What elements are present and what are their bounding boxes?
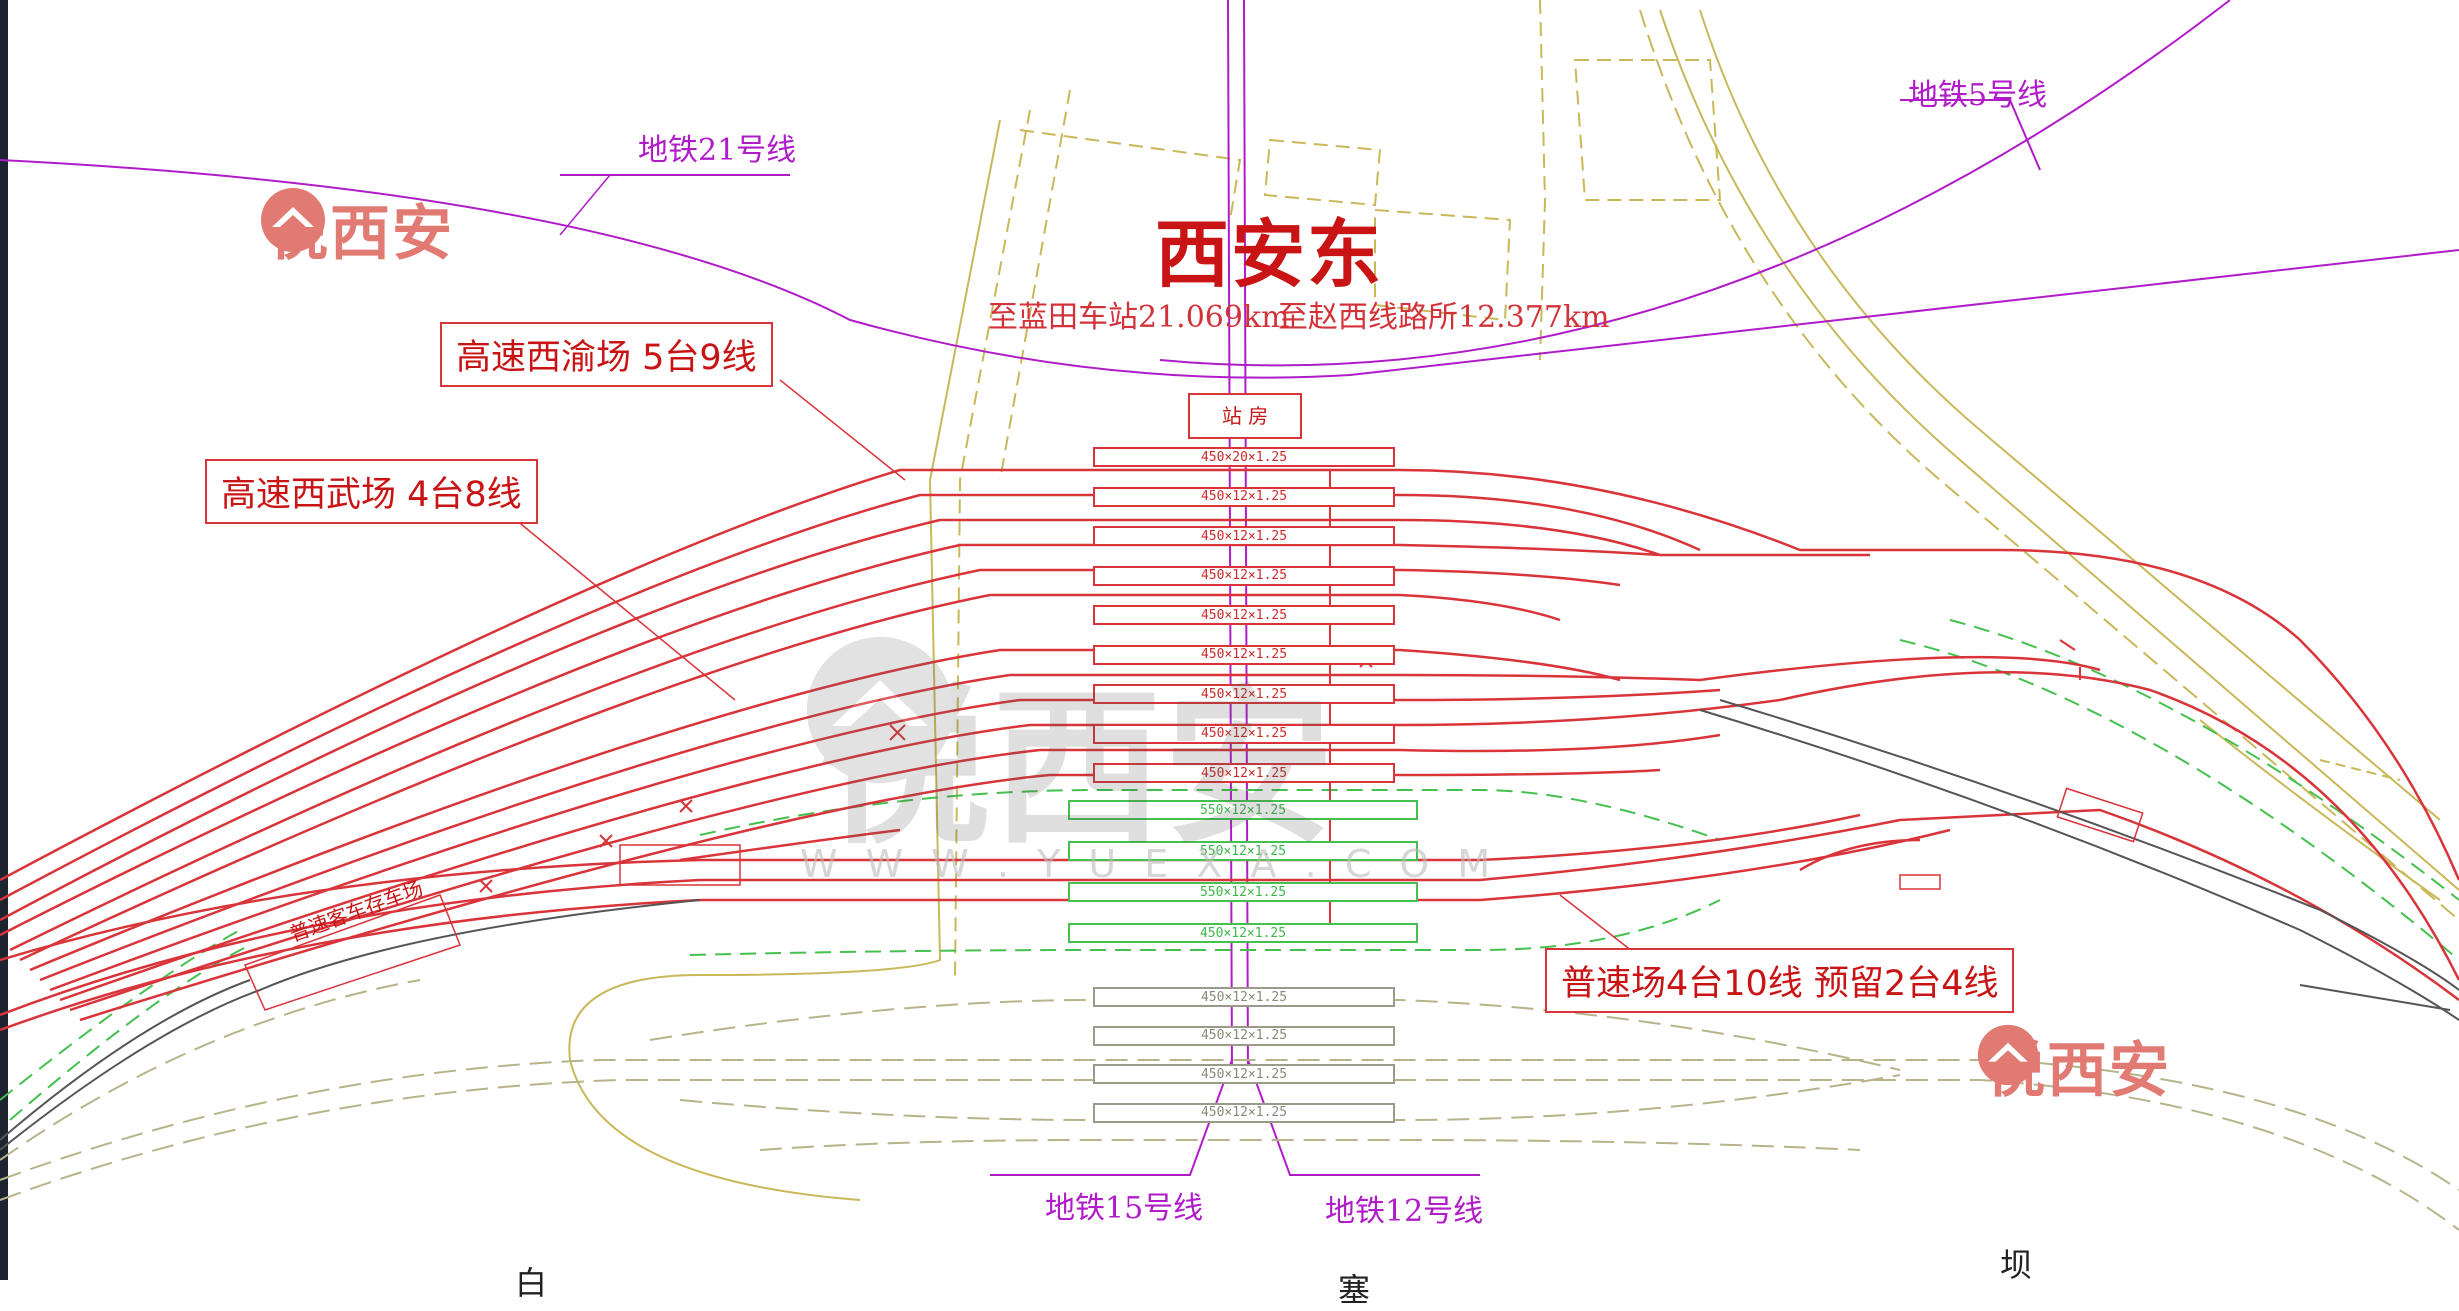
platform-label: 450×12×1.25 <box>1200 686 1288 702</box>
platform-label: 450×12×1.25 <box>1200 1066 1288 1082</box>
brand-logo-icon <box>261 188 325 252</box>
platform-label: 450×12×1.25 <box>1199 925 1287 941</box>
platform-grey-2: 450×12×1.25 <box>1093 1025 1395 1046</box>
label-pusu-yard: 普速场4台10线 预留2台4线 <box>1545 948 2015 1013</box>
platform-label: 450×12×1.25 <box>1200 607 1288 623</box>
platform-green-1: 550×12×1.25 <box>1068 800 1418 820</box>
platform-grey-3: 450×12×1.25 <box>1093 1064 1395 1084</box>
distance-to-zhaoxi: 至赵西线路所12.377km <box>1278 300 1610 335</box>
platform-red-7: 450×12×1.25 <box>1093 684 1395 704</box>
platform-red-1: 450×20×1.25 <box>1093 447 1395 467</box>
platform-label: 550×12×1.25 <box>1199 843 1287 859</box>
brand-watermark-bottom: 悦西安 <box>1975 1022 2171 1109</box>
brand-watermark-center: 悦西安 <box>800 630 1336 876</box>
platform-red-3: 450×12×1.25 <box>1093 526 1395 546</box>
platform-label: 450×12×1.25 <box>1200 489 1288 504</box>
brand-logo-icon <box>1977 1024 2039 1086</box>
platform-grey-4: 450×12×1.25 <box>1093 1102 1395 1123</box>
road-network <box>568 0 2459 1201</box>
platform-red-6: 450×12×1.25 <box>1093 644 1395 665</box>
platform-label: 450×12×1.25 <box>1200 1105 1288 1120</box>
platform-label: 450×12×1.25 <box>1200 989 1288 1005</box>
platform-label: 450×12×1.25 <box>1200 726 1288 741</box>
metro-leaders <box>559 174 611 236</box>
lower-yard <box>0 979 2459 1231</box>
metro-line-15-label: 地铁15号线 <box>1045 1191 1204 1226</box>
bottom-char-2: 塞 <box>1338 1271 1371 1309</box>
platform-label: 450×12×1.25 <box>1200 568 1288 583</box>
window-edge <box>0 0 8 1280</box>
platform-label: 450×12×1.25 <box>1200 647 1288 662</box>
metro-line-5-label: 地铁5号线 <box>1908 78 2048 113</box>
bottom-char-1: 白 <box>515 1264 548 1302</box>
platform-green-2: 550×12×1.25 <box>1068 841 1418 861</box>
platform-label: 550×12×1.25 <box>1199 884 1287 900</box>
brand-logo-icon <box>806 636 954 784</box>
platform-label: 450×20×1.25 <box>1200 449 1288 465</box>
metro-line-21-label: 地铁21号线 <box>638 133 797 168</box>
platform-label: 550×12×1.25 <box>1199 802 1287 818</box>
station-house-box: 站 房 <box>1188 393 1302 439</box>
label-xiyu-yard: 高速西渝场 5台9线 <box>440 322 773 387</box>
existing-tracks <box>0 699 2459 1151</box>
platform-red-4: 450×12×1.25 <box>1093 565 1395 586</box>
brand-watermark-top: 悦西安 <box>258 185 454 272</box>
platform-green-3: 550×12×1.25 <box>1068 882 1418 902</box>
platform-red-8: 450×12×1.25 <box>1093 723 1395 744</box>
depot-outlines <box>243 787 2144 1011</box>
platform-label: 450×12×1.25 <box>1200 765 1288 781</box>
station-house-label: 站 房 <box>1221 404 1269 428</box>
brand-name-center: 悦西安 <box>820 670 1337 868</box>
platform-red-9: 450×12×1.25 <box>1093 763 1395 783</box>
reserved-tracks <box>0 619 2459 1121</box>
platform-label: 450×12×1.25 <box>1200 1028 1288 1043</box>
label-xiwu-yard: 高速西武场 4台8线 <box>205 459 538 524</box>
bottom-char-3: 坝 <box>2000 1246 2033 1284</box>
metro-line-12-label: 地铁12号线 <box>1325 1194 1484 1229</box>
platform-green-4: 450×12×1.25 <box>1068 923 1418 943</box>
platform-grey-1: 450×12×1.25 <box>1093 987 1395 1007</box>
platform-red-5: 450×12×1.25 <box>1093 605 1395 625</box>
platform-label: 450×12×1.25 <box>1200 528 1288 544</box>
station-title: 西安东 <box>1155 212 1383 298</box>
platform-red-2: 450×12×1.25 <box>1093 486 1395 507</box>
watermark-url: W W W . Y U E X A . C O M <box>800 842 1499 886</box>
distance-to-lantian: 至蓝田车站21.069km <box>988 300 1290 335</box>
